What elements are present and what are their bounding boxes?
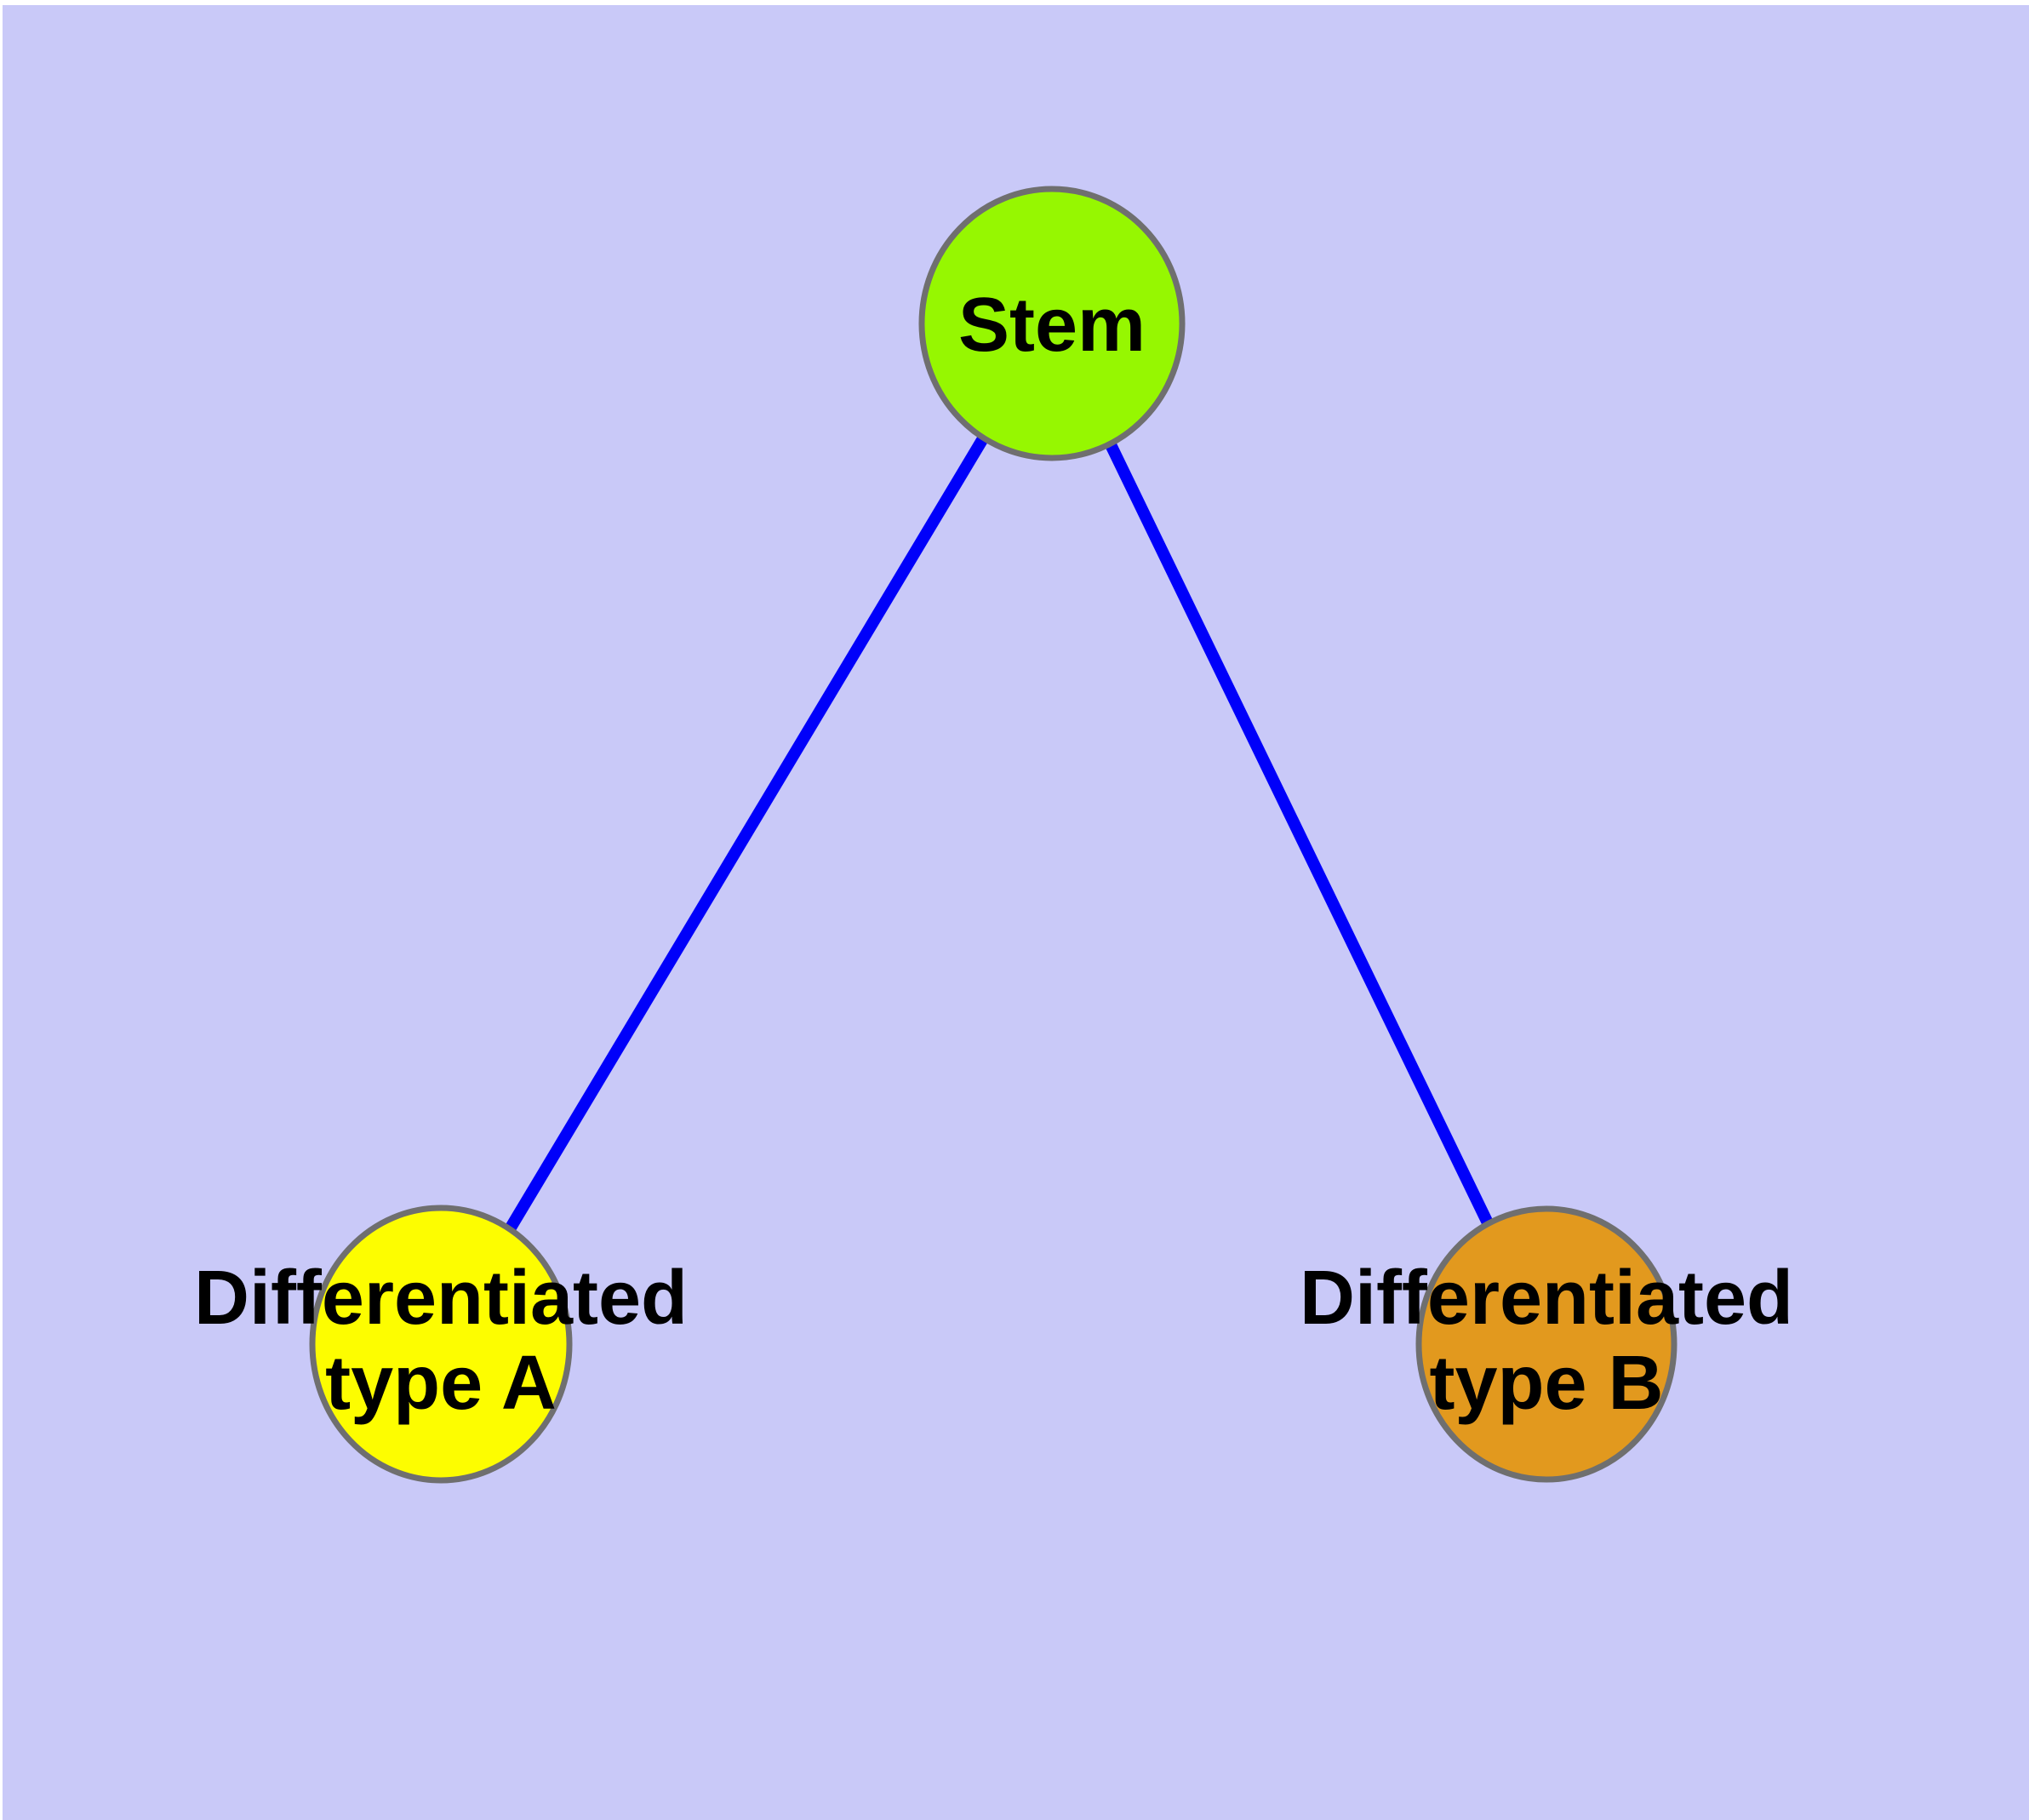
node-differentiated-type-a-label-line1: Differentiated [194,1256,688,1341]
node-differentiated-type-b [1415,1205,1677,1483]
edge-stem-to-differentiated-type-a [435,320,1058,1348]
edge-stem-to-differentiated-type-b [1046,320,1552,1348]
node-differentiated-type-b-label-line1: Differentiated [1300,1256,1793,1341]
node-differentiated-type-a-label-line2: type A [325,1341,557,1426]
node-differentiated-type-b-label-line2: type B [1429,1341,1663,1426]
node-stem-label: Stem [958,283,1146,368]
node-differentiated-type-a [309,1205,573,1484]
node-stem [918,186,1186,461]
